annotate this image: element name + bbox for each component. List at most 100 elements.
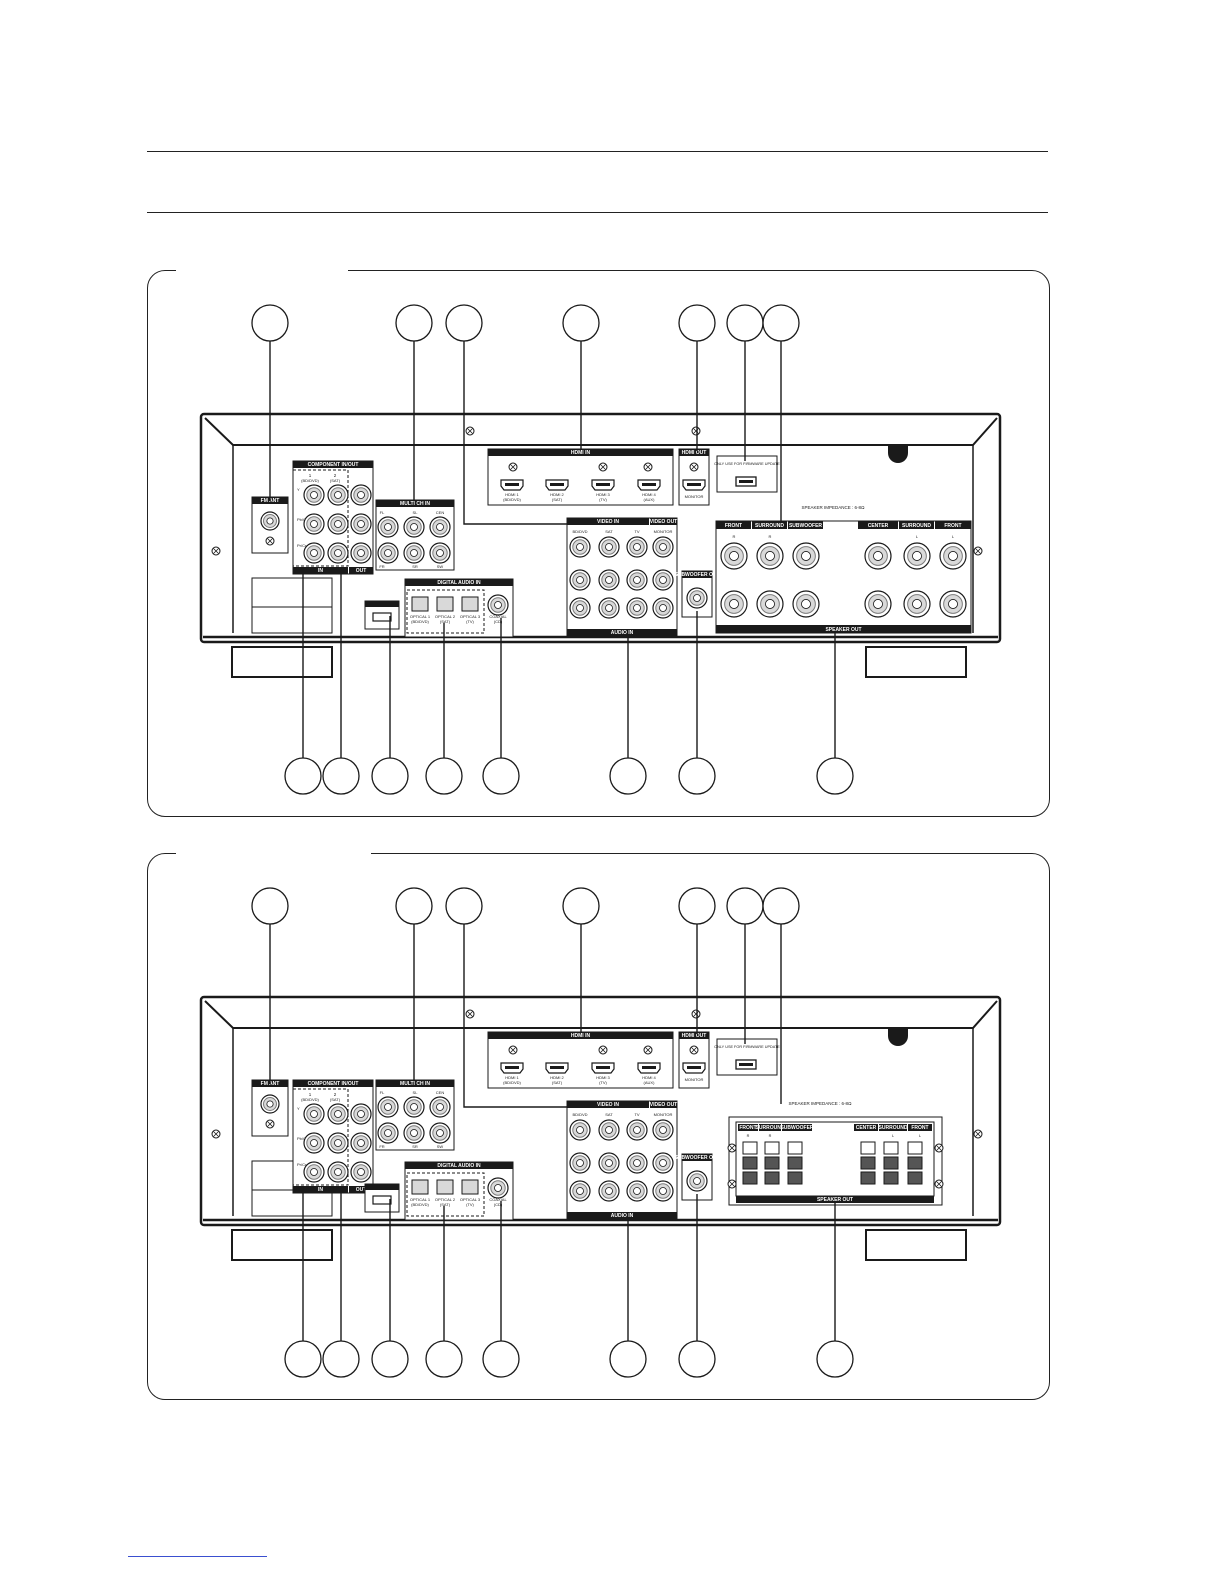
hdmi-screw-slot2 [600,464,606,470]
speaker-col-label: SURROUND [755,523,784,529]
component-bar [293,461,373,468]
label-mc_sl: SL [413,1090,419,1095]
optical-jack [461,1179,479,1195]
speaker-post-plus-pin [912,551,922,561]
fm-ant-jack-pin [266,1100,274,1108]
audio-l-jack-pin [605,1159,613,1167]
chassis-top-bevel [204,417,998,446]
speaker-clip [764,1171,780,1185]
component-out-jack-pin [357,520,365,528]
hdmi-in-port-pins [596,1066,610,1069]
fm-ant-screw-slot2 [267,1121,273,1127]
component-in-2-jack-pin [334,1110,342,1118]
component-in-1-jack-pin [310,549,318,557]
blank-plate [251,577,333,634]
callout-marker [762,304,800,342]
power-cord-inlet [888,445,908,463]
audio-r-jack-pin [659,1187,667,1195]
subwoofer-out-bar [682,1154,712,1161]
video-out-label: VIDEO OUT [650,519,678,525]
speaker-post-minus-pin [765,599,775,609]
speaker-out-bar [716,625,971,633]
label-hdmi4: HDMI 4 [642,1075,656,1080]
callout-marker [678,1340,716,1378]
callout-marker [609,1340,647,1378]
speaker-col-bar [879,1124,907,1131]
hdmi-in-port-pins [550,1066,564,1069]
speaker-post-minus-pin [729,599,739,609]
component-out-jack-pin [357,1110,365,1118]
hdmi-in-port-pins [505,483,519,486]
label-mc_sw: SW [437,1144,444,1149]
label-hdmi1: HDMI 1 [505,1075,519,1080]
speaker-col-label: CENTER [868,523,889,529]
multich-jack-pin [384,549,392,557]
label-vi_monitor: MONITOR [654,1112,673,1117]
callout-marker [562,887,600,925]
multich-jack-pin [436,1129,444,1137]
audio-r-jack-pin [605,604,613,612]
hdmi-screw-slot2 [600,1047,606,1053]
speaker-col-label: SURROUND [902,523,931,529]
digital-audio-bar [405,1162,513,1169]
label-optical1: OPTICAL 1 [410,1197,431,1202]
hdmi-in-port-pins [596,483,610,486]
digital-audio-label: DIGITAL AUDIO IN [437,1163,481,1169]
chassis-screw-top-slot2 [467,428,473,434]
audio-l-jack-pin [576,1159,584,1167]
label-hdmi1: HDMI 1 [505,492,519,497]
label-sp_r: R [769,534,772,539]
optical-jack [411,1179,429,1195]
label-comp_pb: Pb/Cb [297,517,309,522]
hdmi-in-box [487,1031,674,1089]
audio-in-bar [567,629,677,636]
component-out-bar [349,567,373,574]
speaker-clip [907,1171,923,1185]
speaker-col-bar [908,1124,932,1131]
speaker-col-label: FRONT [739,1125,756,1131]
chassis-screw-left-slot2 [213,548,219,554]
audio-l-jack-pin [633,1159,641,1167]
speaker-col-bar [935,521,971,529]
label-optical2_sub: (SAT) [440,619,451,624]
hdmi-screw-slot2 [645,1047,651,1053]
label-optical1_sub: (BD/DVD) [411,1202,429,1207]
hdmi-out-screw-slot2 [691,464,697,470]
speaker-col-bar [752,521,787,529]
chassis-top-bevel [204,1000,998,1029]
label-comp_col2_sub: (SAT) [330,478,341,483]
label-comp_col2: 2 [334,473,337,478]
callout-marker [425,757,463,795]
component-label: COMPONENT IN/OUT [308,1081,359,1087]
callout-marker [425,1340,463,1378]
label-vi_tv: TV [634,1112,639,1117]
firmware-usb-tongue [739,1063,753,1066]
label-sp_l: L [892,1134,894,1138]
optical-jack [436,1179,454,1195]
component-out-jack-pin [357,549,365,557]
component-in-1-jack-pin [310,1139,318,1147]
hdmi-screw-slot2 [510,1047,516,1053]
speaker-clip [907,1156,923,1170]
speaker-screw-slot2 [936,1181,942,1187]
callout-marker [678,304,716,342]
label-hdmi2: HDMI 2 [550,1075,564,1080]
label-optical3_sub: (TV) [466,1202,474,1207]
video-out-bar [650,518,677,525]
speaker-clip [860,1171,876,1185]
speaker-clip [883,1171,899,1185]
speaker-col-bar [854,1124,878,1131]
callout-marker [371,757,409,795]
firmware-usb-note: ONLY USE FOR FIRMWARE UPDATE [714,1045,780,1049]
speaker-col-bar [782,1124,812,1131]
optical-jack [436,596,454,612]
speaker-col-bar [738,1124,758,1131]
label-optical3: OPTICAL 3 [460,1197,481,1202]
speaker-screw-slot2 [729,1181,735,1187]
foot-right [865,1229,967,1261]
label-hdmi3: HDMI 3 [596,1075,610,1080]
label-vi_monitor: MONITOR [654,529,673,534]
foot-left [231,646,333,678]
figure-caption-gap [176,851,371,857]
